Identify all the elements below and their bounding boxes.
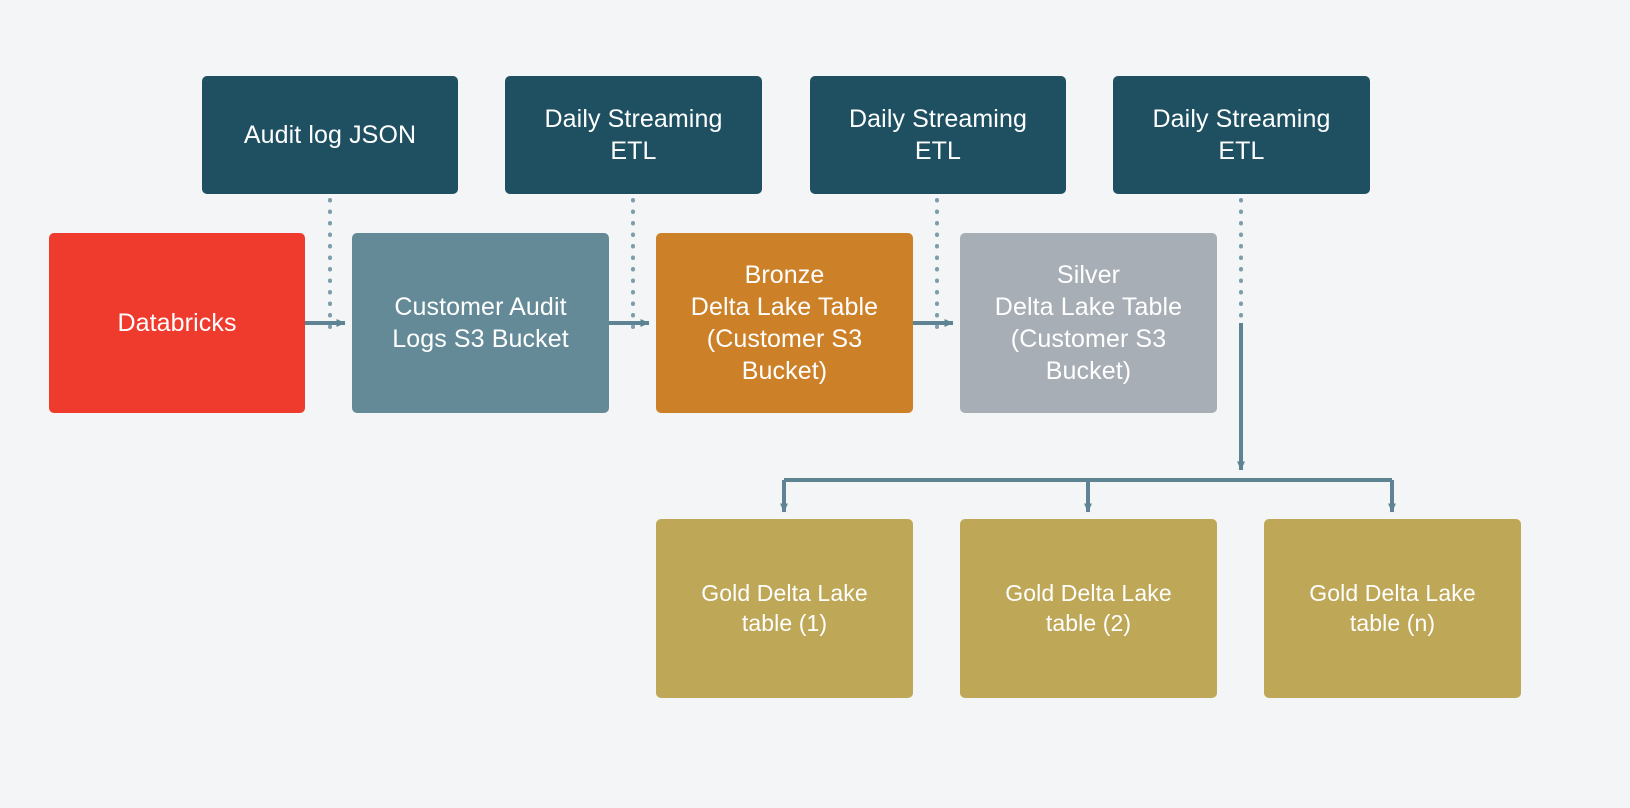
node-daily-etl-1[interactable]: Daily Streaming ETL	[505, 76, 762, 194]
node-silver-delta-lake-table[interactable]: Silver Delta Lake Table (Customer S3 Buc…	[960, 233, 1217, 413]
node-gold-delta-lake-table-1[interactable]: Gold Delta Lake table (1)	[656, 519, 913, 698]
node-bronze-delta-lake-table[interactable]: Bronze Delta Lake Table (Customer S3 Buc…	[656, 233, 913, 413]
node-gold-delta-lake-table-2[interactable]: Gold Delta Lake table (2)	[960, 519, 1217, 698]
node-audit-log-json[interactable]: Audit log JSON	[202, 76, 458, 194]
node-daily-etl-3[interactable]: Daily Streaming ETL	[1113, 76, 1370, 194]
node-databricks[interactable]: Databricks	[49, 233, 305, 413]
node-daily-etl-2[interactable]: Daily Streaming ETL	[810, 76, 1066, 194]
node-gold-delta-lake-table-n[interactable]: Gold Delta Lake table (n)	[1264, 519, 1521, 698]
node-customer-audit-logs-s3-bucket[interactable]: Customer Audit Logs S3 Bucket	[352, 233, 609, 413]
